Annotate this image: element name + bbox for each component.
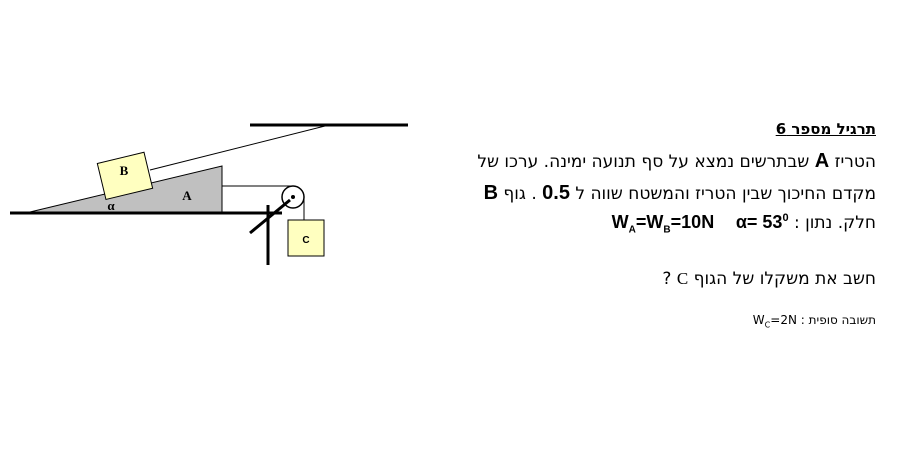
wedge-label: A [182,188,192,203]
line3-text: חלק. נתון [805,213,876,233]
physics-diagram: B A α C [10,123,408,265]
friction-coefficient: 0.5 [542,182,570,204]
answer-label: תשובה סופית : [800,313,876,327]
degree-mark: 0 [782,212,789,224]
question-mark: ? [662,269,677,289]
pulley-support [249,198,291,235]
block-c-label: C [302,235,309,246]
problem-line-3: חלק. נתון : α= 530 WA=WB=10N [612,212,876,236]
weight-symbol-a: W [611,212,629,232]
line3-colon: : [788,213,806,233]
block-b-ref: B [483,182,499,204]
line2-body: גוף [503,184,526,204]
angle-value: α= 530 [736,212,789,233]
question-line: חשב את משקלו של הגוף C ? [662,269,876,289]
weight-eq-mid: =W [635,212,664,232]
problem-line-2: מקדם החיכוך שבין הטריז והמשטח שווה ל 0.5… [484,182,876,205]
weight-eq-end: =10N [670,212,715,232]
problem-line-1: הטריז A שבתרשים נמצא על סף תנועה ימינה. … [477,150,876,173]
weight-sub-b: B [663,224,671,236]
answer-value: WC=2N [753,313,797,329]
line1-rest: שבתרשים נמצא על סף תנועה ימינה. ערכו של [477,152,810,172]
line2-text: מקדם החיכוך שבין הטריז והמשטח שווה ל [575,184,876,204]
answer-number: =2N [770,313,797,327]
wedge-ref: A [814,150,830,172]
angle-label: α [107,198,115,213]
pulley-axle [291,195,295,199]
weights-equation: WA=WB=10N [612,212,715,236]
question-text: חשב את משקלו של הגוף [693,269,876,289]
line2-sep: . [525,184,543,204]
block-b [96,151,154,201]
answer-sub: C [764,320,771,330]
final-answer: תשובה סופית : WC=2N [753,313,876,329]
answer-w: W [752,313,765,327]
line1-start: הטריז [834,152,876,172]
block-b-label: B [120,163,129,178]
weight-sub-a: A [628,224,636,236]
rope-b-ceiling [149,125,326,171]
alpha-expression: α= 53 [735,212,783,232]
block-c [287,219,325,257]
question-body: C [676,269,689,288]
exercise-title: תרגיל מספר 6 [775,120,876,138]
